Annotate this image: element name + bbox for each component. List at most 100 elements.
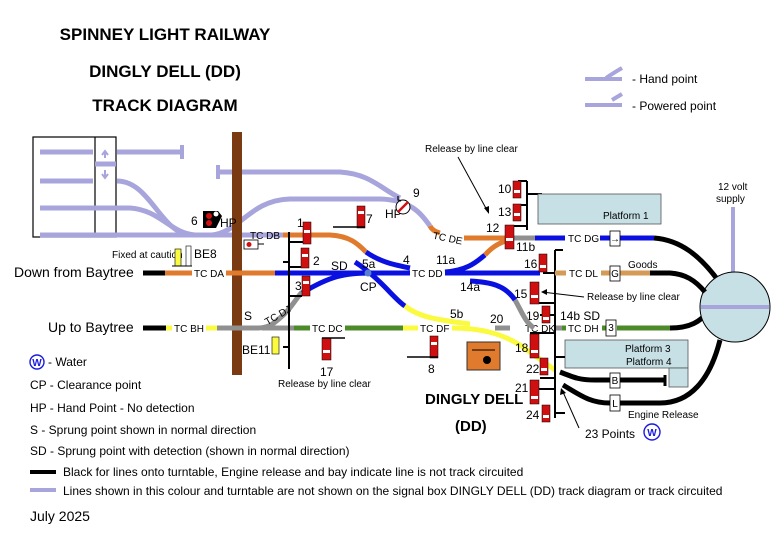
- signal-box: [466, 341, 501, 371]
- arrow-down-icon: [101, 170, 109, 180]
- signal-10[interactable]: 10: [498, 180, 522, 199]
- tc-dc-label: TC DC: [312, 324, 343, 335]
- cp-label: CP: [360, 280, 377, 294]
- svg-text:13: 13: [498, 205, 512, 219]
- point-5a-label: 5a: [362, 257, 376, 271]
- svg-text:15: 15: [514, 287, 528, 301]
- release-annotation-15: Release by line clear: [587, 292, 680, 303]
- svg-text:3: 3: [608, 323, 614, 334]
- legend-sd: SD - Sprung point with detection (shown …: [30, 444, 350, 458]
- svg-text:L: L: [612, 399, 618, 410]
- svg-text:Platform 1: Platform 1: [603, 211, 649, 222]
- indicator-b: B: [609, 372, 621, 389]
- svg-text:19: 19: [526, 309, 540, 323]
- tc-bh-label: TC BH: [174, 324, 204, 335]
- svg-text:24: 24: [526, 408, 540, 422]
- release-annotation-top: Release by line clear: [425, 144, 518, 155]
- signal-24[interactable]: 24: [526, 404, 551, 423]
- svg-text:7: 7: [366, 212, 373, 226]
- key-hand-point: - Hand point: [585, 66, 698, 86]
- svg-text:22: 22: [526, 362, 540, 376]
- svg-text:G: G: [611, 269, 619, 280]
- ground-signal-db[interactable]: [243, 239, 264, 250]
- point-14a-label: 14a: [460, 280, 480, 294]
- svg-text:21: 21: [515, 381, 529, 395]
- svg-text:- Hand point: - Hand point: [632, 72, 698, 86]
- signal-9[interactable]: 9: [395, 186, 420, 215]
- legend-hp: HP - Hand Point - No detection: [30, 401, 195, 415]
- svg-text:- Water: - Water: [48, 355, 87, 369]
- svg-text:BE8: BE8: [194, 247, 217, 261]
- svg-text:9: 9: [413, 186, 420, 200]
- platform-1: Platform 1: [537, 193, 662, 225]
- svg-text:10: 10: [498, 182, 512, 196]
- clearance-point-marker: [364, 269, 372, 277]
- signal-13[interactable]: 13: [498, 203, 522, 222]
- sd-label: SD: [331, 259, 348, 273]
- signal-6[interactable]: 6 HP: [191, 211, 237, 230]
- goods-label: Goods: [628, 260, 657, 271]
- water-icon-station: W: [643, 423, 661, 441]
- svg-text:B: B: [612, 376, 619, 387]
- up-line-label: Up to Baytree: [48, 319, 134, 335]
- indicator-dg: →: [609, 230, 621, 247]
- svg-text:6: 6: [191, 214, 198, 228]
- svg-text:BE11: BE11: [242, 343, 271, 357]
- sprung-s-label: S: [244, 309, 252, 323]
- legend-lavender-line: Lines shown in this colour and turntable…: [30, 484, 722, 498]
- tc-dh-label: TC DH: [568, 324, 599, 335]
- title-diagram: TRACK DIAGRAM: [92, 96, 237, 115]
- title-railway: SPINNEY LIGHT RAILWAY: [60, 25, 271, 44]
- supply-label-1: 12 volt: [718, 182, 748, 193]
- svg-text:Platform 3: Platform 3: [625, 344, 671, 355]
- signal-3[interactable]: 3: [295, 275, 311, 297]
- points-23-label: 23 Points: [585, 427, 635, 441]
- boundary-post: [232, 132, 242, 375]
- signal-21[interactable]: 21: [515, 379, 540, 405]
- station-code: (DD): [455, 418, 487, 435]
- svg-text:2: 2: [313, 254, 320, 268]
- indicator-dh: 3: [605, 319, 617, 337]
- signal-22[interactable]: 22: [526, 357, 549, 376]
- key-powered-point: - Powered point: [585, 92, 717, 113]
- tc-db-label: TC DB: [250, 231, 280, 242]
- svg-text:1: 1: [297, 216, 304, 230]
- engine-release-label: Engine Release: [628, 410, 699, 421]
- signal-2[interactable]: 2: [300, 247, 320, 269]
- legend-cp: CP - Clearance point: [30, 378, 142, 392]
- tc-df-label: TC DF: [420, 324, 449, 335]
- tc-da-label: TC DA: [194, 269, 224, 280]
- turntable[interactable]: [699, 271, 771, 343]
- legend-s: S - Sprung point shown in normal directi…: [30, 423, 256, 437]
- signal-16[interactable]: 16: [524, 253, 548, 273]
- svg-text:17: 17: [320, 365, 334, 379]
- station-name: DINGLY DELL: [425, 391, 523, 408]
- legend-black-line: Black for lines onto turntable, Engine r…: [30, 465, 523, 479]
- svg-text:11b: 11b: [516, 240, 535, 254]
- svg-text:12: 12: [486, 221, 500, 235]
- point-14b-label: 14b SD: [560, 309, 600, 323]
- indicator-dl: G: [609, 265, 621, 282]
- signal-15[interactable]: 15: [514, 281, 540, 305]
- signal-1[interactable]: 1: [297, 216, 312, 245]
- tc-dd-label: TC DD: [412, 269, 443, 280]
- tc-dk-label: TC DK: [525, 324, 555, 335]
- signal-18[interactable]: 18: [515, 333, 540, 359]
- signal-17[interactable]: 17: [320, 337, 345, 379]
- point-20-label: 20: [490, 312, 504, 326]
- svg-text:3: 3: [295, 279, 302, 293]
- board-be11: BE11: [242, 336, 280, 357]
- arrow-up-icon: [101, 149, 109, 158]
- signal-gantry-12: [506, 180, 542, 230]
- footer-date: July 2025: [30, 508, 90, 524]
- svg-text:Lines shown in this colour and: Lines shown in this colour and turntable…: [63, 484, 722, 498]
- signal-19[interactable]: 19: [526, 305, 551, 324]
- water-icon: [29, 354, 45, 370]
- platform-3-4: Platform 3 Platform 4: [564, 339, 689, 388]
- svg-text:Platform 4: Platform 4: [626, 357, 672, 368]
- svg-text:HP: HP: [220, 216, 237, 230]
- svg-text:- Powered point: - Powered point: [632, 99, 717, 113]
- signal-12[interactable]: 12 11b: [486, 221, 535, 254]
- signal-8[interactable]: 8: [407, 335, 439, 376]
- signal-7[interactable]: 7: [333, 205, 373, 229]
